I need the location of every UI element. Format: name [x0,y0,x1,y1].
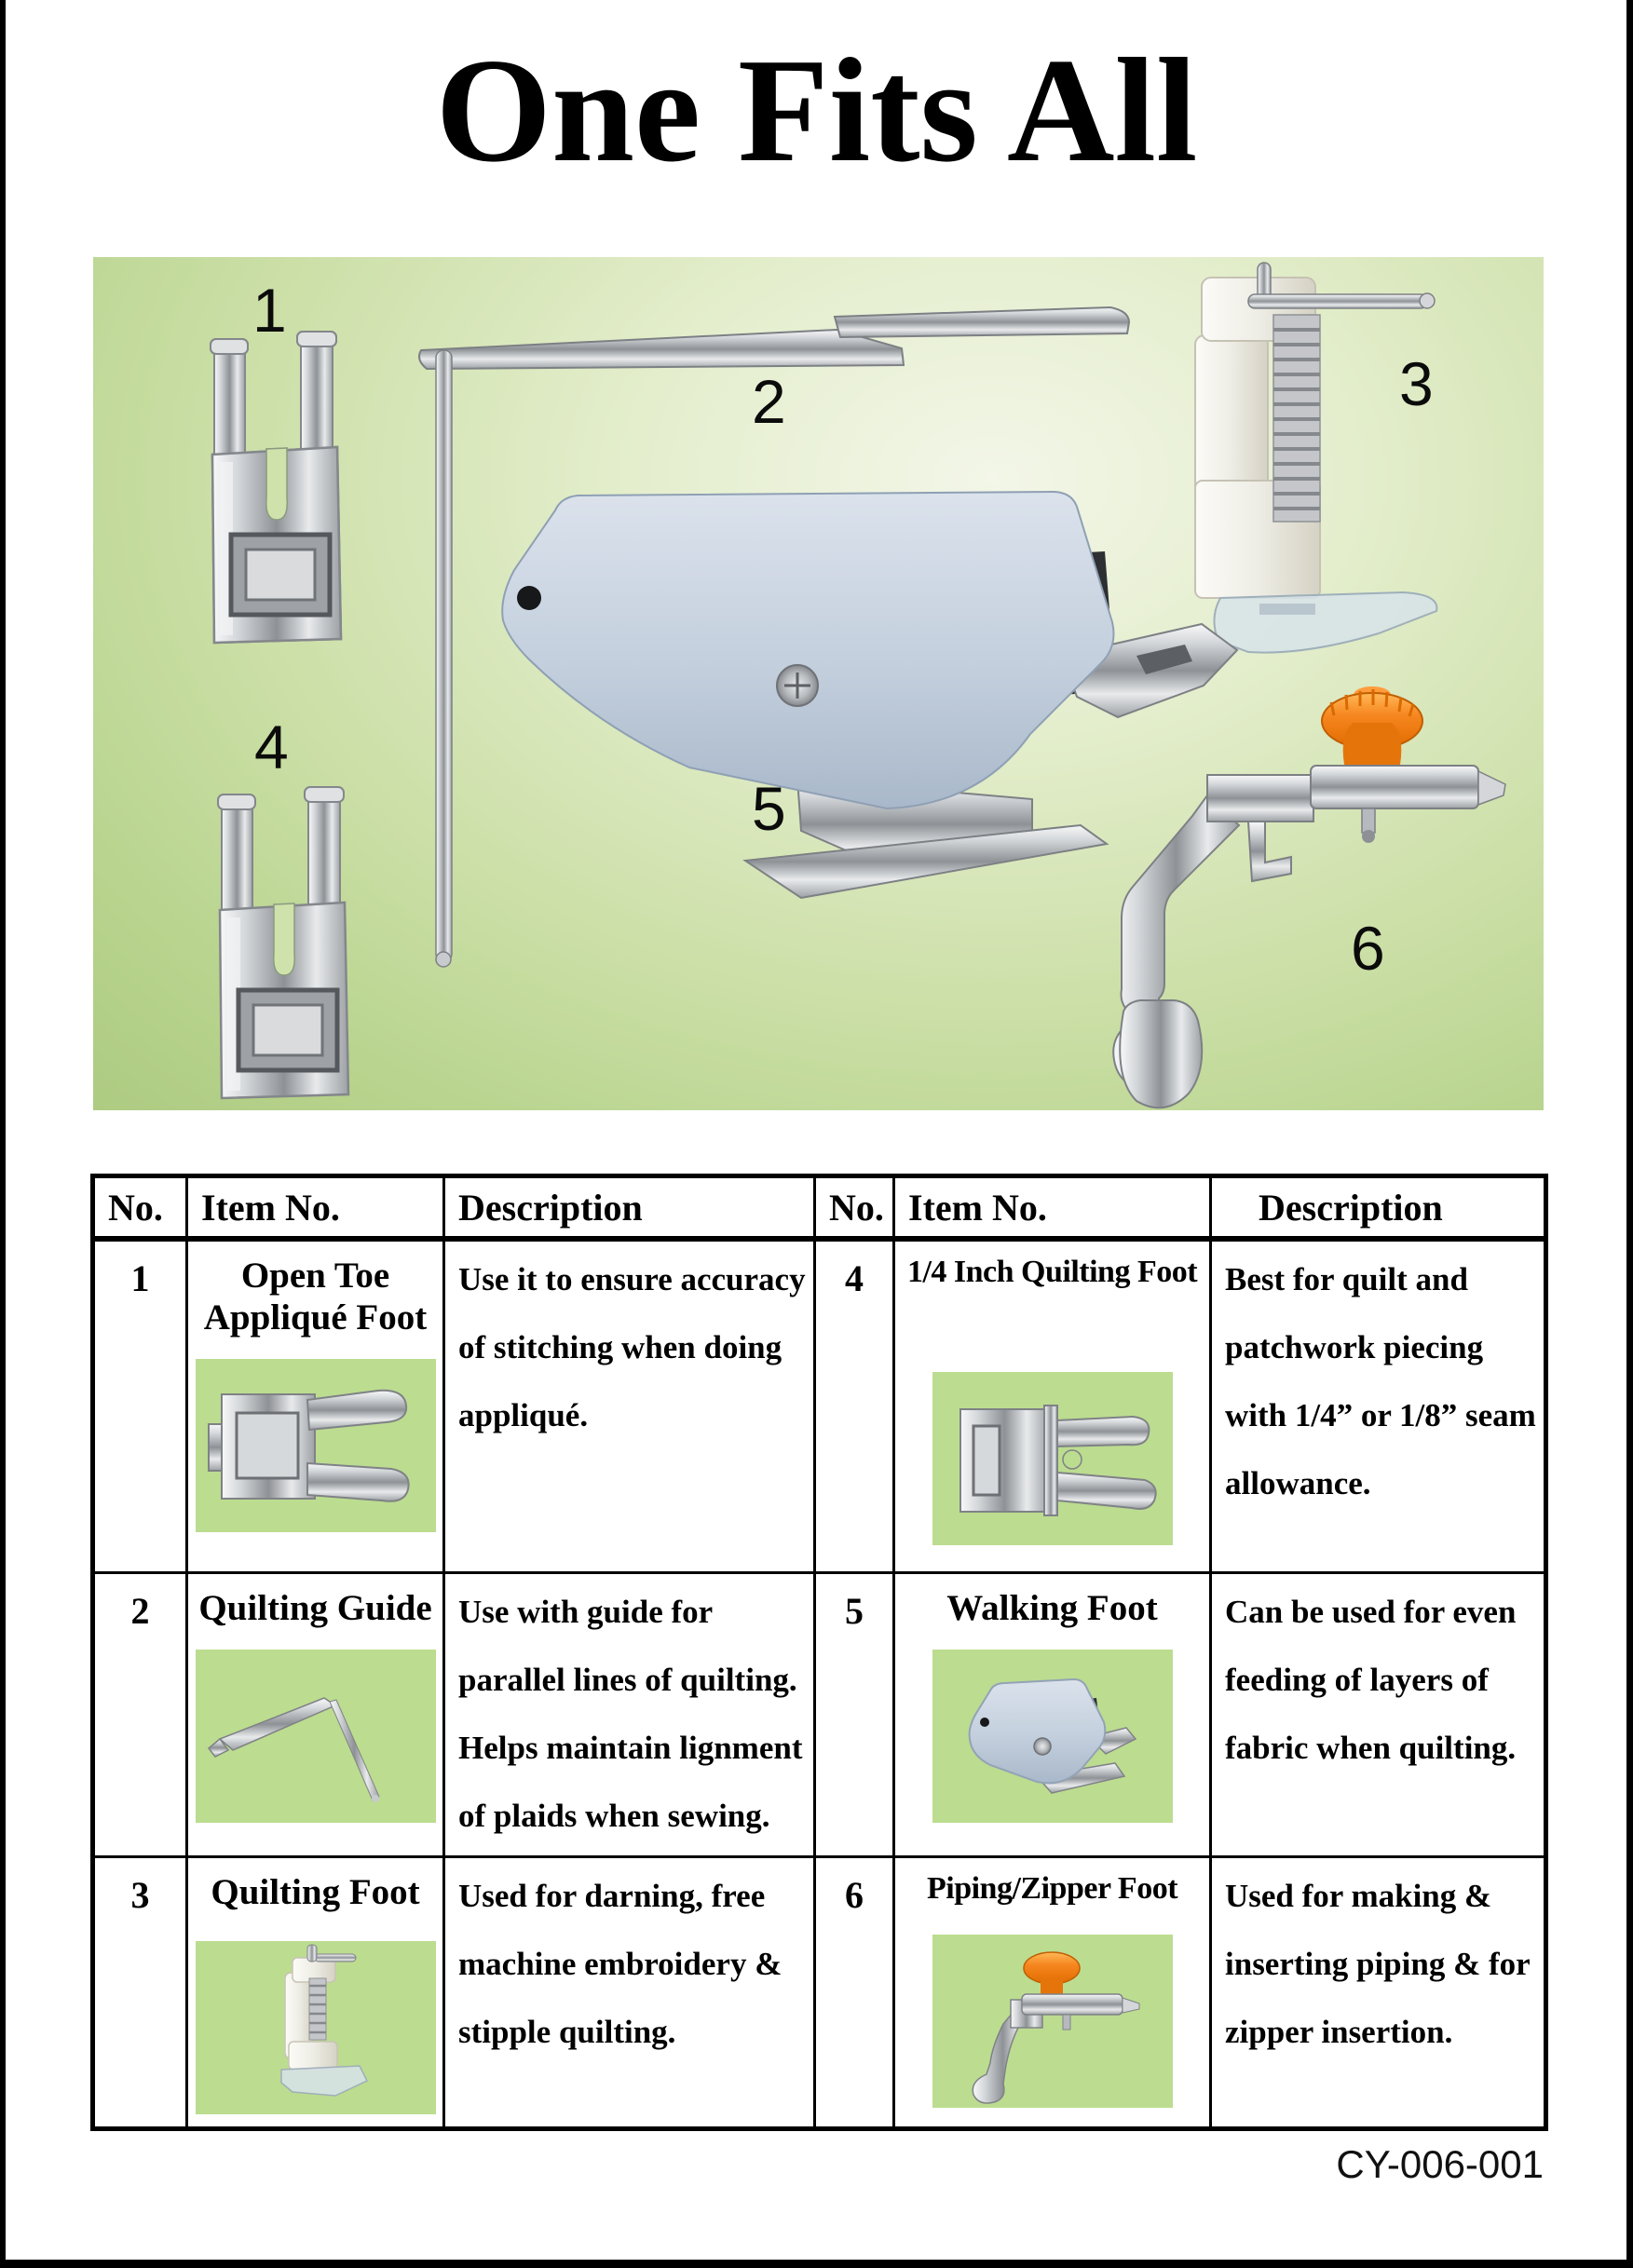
cell-desc-2: Use with guide for parallel lines of qui… [442,1570,816,1858]
item-name: 1/4 Inch Quilting Foot [906,1255,1198,1289]
item-name: Walking Foot [946,1587,1158,1628]
piping-zipper-foot-thumb-image [972,1950,1139,2104]
part-label-1: 1 [252,276,287,345]
quilting-guide-thumb [195,1649,436,1823]
quarter-inch-foot-thumb [932,1372,1173,1545]
quilting-guide-photo [418,306,1131,968]
quarter-inch-quilting-foot-photo [218,787,348,1098]
document-code: CY-006-001 [1336,2142,1544,2186]
parts-photo-panel: 1 2 3 4 5 6 [93,257,1544,1110]
header-no-left: No. [91,1175,188,1242]
quilting-foot-thumb [195,1940,436,2114]
table-row: 2 Quilting Guide Use with guide for para… [91,1570,1547,1858]
quilting-guide-thumb-image [207,1696,380,1802]
cell-no-4: 4 [813,1237,895,1574]
part-label-2: 2 [752,367,786,436]
header-desc-right: Description [1209,1175,1547,1242]
piping-zipper-foot-photo [1112,686,1506,1109]
open-toe-foot-thumb-image [207,1389,410,1502]
item-name: Quilting Foot [211,1871,420,1912]
cell-no-1: 1 [91,1237,188,1574]
table-row: 1 Open Toe Appliqué Foot Use it to ensur… [91,1237,1547,1574]
cell-item-1: Open Toe Appliqué Foot [185,1237,445,1574]
cell-desc-5: Can be used for even feeding of layers o… [1209,1570,1547,1858]
header-item-left: Item No. [185,1175,445,1242]
cell-item-5: Walking Foot [892,1570,1212,1858]
walking-foot-thumb [932,1649,1173,1823]
cell-item-6: Piping/Zipper Foot [892,1854,1212,2130]
parts-table: No. Item No. Description No. Item No. De… [90,1174,1548,2131]
parts-photo-illustration [93,262,1506,1109]
quarter-inch-foot-thumb-image [959,1405,1157,1516]
item-name: Open Toe Appliqué Foot [203,1256,428,1338]
page-border-bottom [0,2260,1633,2268]
part-label-3: 3 [1399,349,1434,418]
cell-item-2: Quilting Guide [185,1570,445,1858]
quilting-foot-thumb-image [279,1944,368,2097]
cell-item-3: Quilting Foot [185,1854,445,2130]
part-label-4: 4 [254,713,289,781]
table-header-row: No. Item No. Description No. Item No. De… [91,1175,1547,1242]
quilting-foot-photo [1194,262,1438,654]
cell-item-4: 1/4 Inch Quilting Foot [892,1237,1212,1574]
cell-desc-1: Use it to ensure accuracy of stitching w… [442,1237,816,1574]
piping-zipper-foot-thumb [932,1934,1173,2108]
walking-foot-photo [501,490,1239,900]
header-desc-left: Description [442,1175,816,1242]
cell-desc-6: Used for making & inserting piping & for… [1209,1854,1547,2130]
cell-no-6: 6 [813,1854,895,2130]
header-no-right: No. [813,1175,895,1242]
item-name: Piping/Zipper Foot [926,1870,1178,1906]
open-toe-applique-foot-photo [211,332,341,643]
walking-foot-thumb-image [968,1677,1136,1794]
open-toe-foot-thumb [195,1359,436,1532]
page-border-right [1626,0,1633,2268]
page-border-left [0,0,6,2268]
cell-desc-3: Used for darning, free machine embroider… [442,1854,816,2130]
part-label-5: 5 [752,774,786,843]
cell-desc-4: Best for quilt and patchwork piecing wit… [1209,1237,1547,1574]
cell-no-3: 3 [91,1854,188,2130]
page-title: One Fits All [435,27,1198,193]
table-row: 3 Quilting Foot Used for dar [91,1854,1547,2130]
cell-no-2: 2 [91,1570,188,1858]
item-name: Quilting Guide [198,1587,432,1628]
cell-no-5: 5 [813,1570,895,1858]
header-item-right: Item No. [892,1175,1212,1242]
part-label-6: 6 [1351,914,1385,983]
